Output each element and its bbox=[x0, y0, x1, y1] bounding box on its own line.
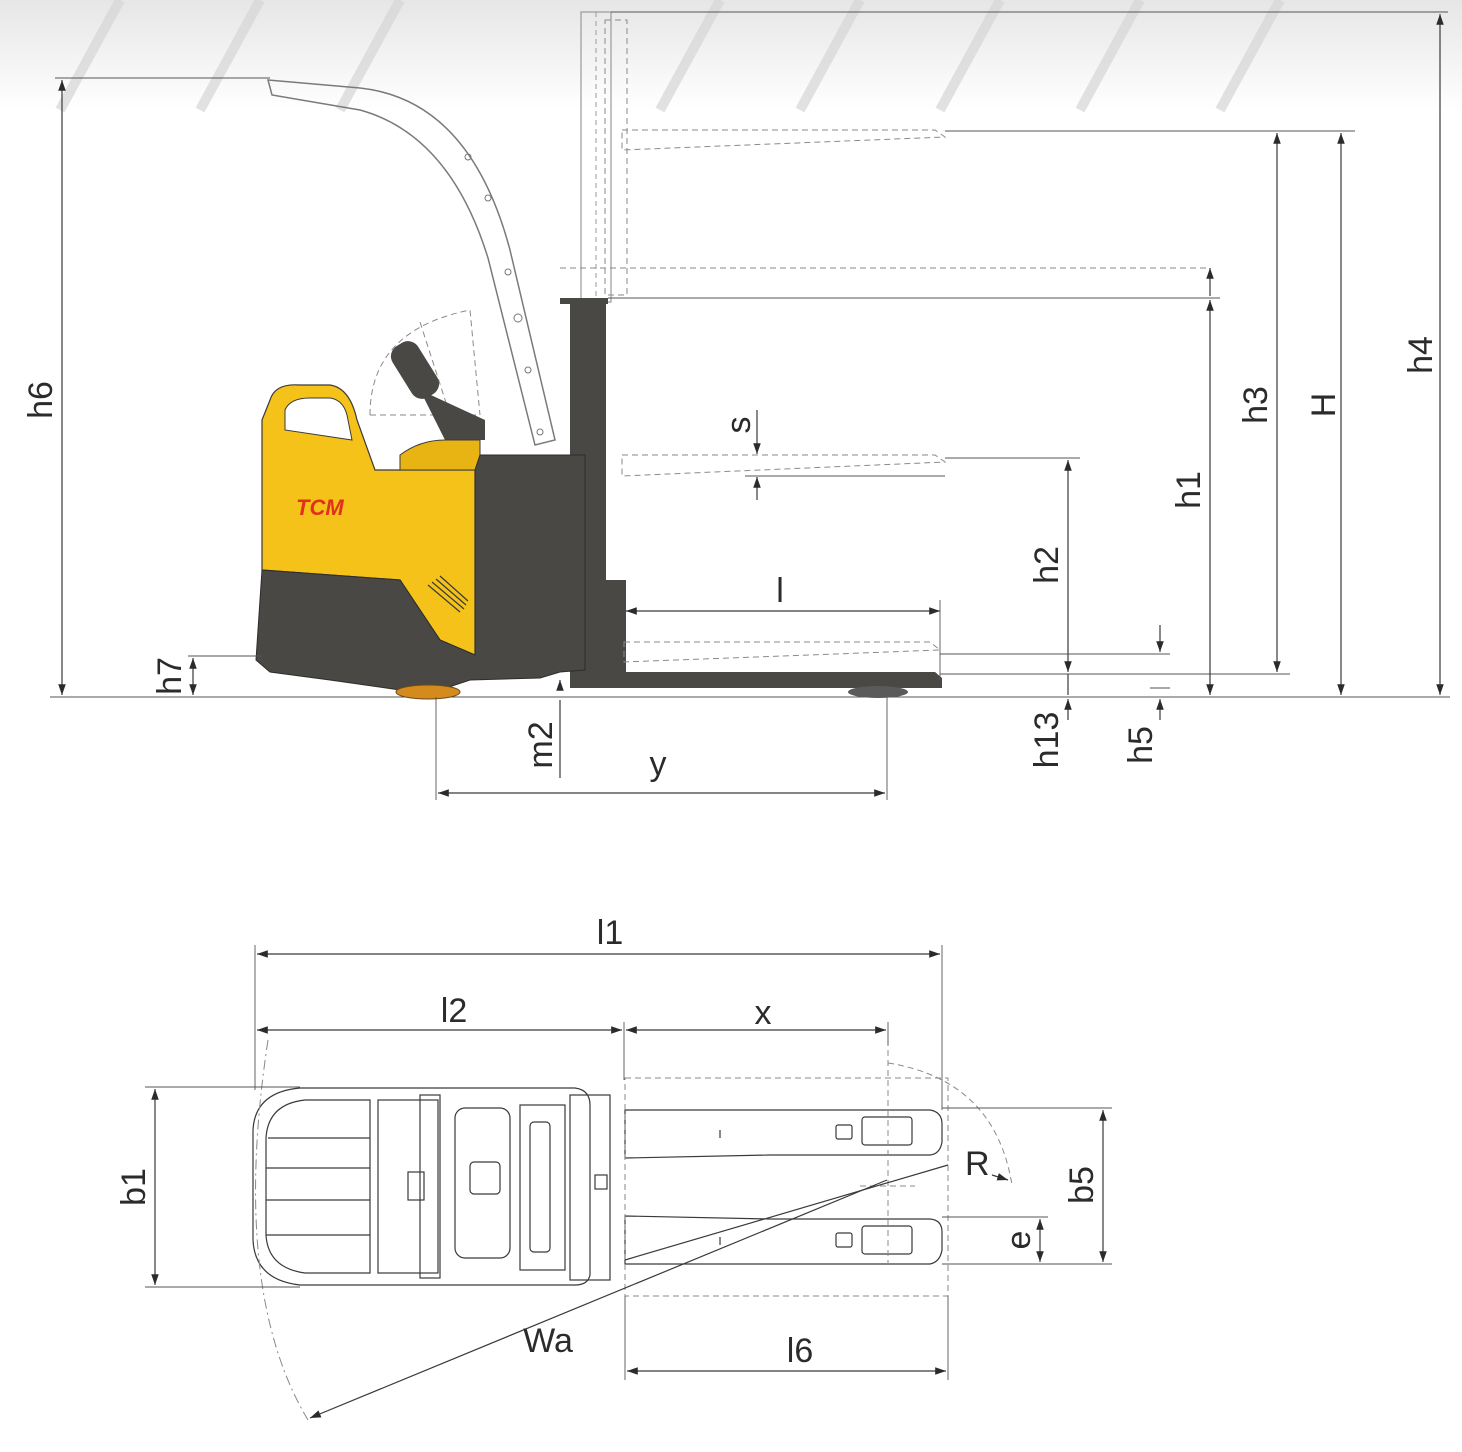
load-outline bbox=[624, 1077, 949, 1297]
drive-wheel bbox=[395, 684, 461, 700]
dim-l6: l6 bbox=[624, 1296, 949, 1380]
dim-l1: l1 bbox=[254, 914, 943, 1110]
label-s: s bbox=[720, 417, 758, 434]
truck-body: TCM bbox=[255, 384, 586, 700]
label-h3: h3 bbox=[1237, 386, 1275, 424]
dim-b1: b1 bbox=[115, 1086, 300, 1288]
dim-m2: m2 bbox=[522, 680, 564, 778]
label-b5: b5 bbox=[1063, 1166, 1101, 1204]
dim-R: R bbox=[624, 1145, 1009, 1261]
side-view: TCM bbox=[22, 11, 1450, 800]
turning-circle-arc bbox=[255, 1039, 309, 1421]
turning-radius-arc bbox=[887, 1062, 1013, 1186]
dim-h4: h4 bbox=[611, 11, 1448, 695]
dark-chassis bbox=[255, 454, 586, 691]
label-x: x bbox=[755, 994, 772, 1032]
dim-s: s bbox=[720, 410, 945, 500]
forks-top bbox=[624, 1109, 943, 1265]
label-m2: m2 bbox=[522, 721, 560, 768]
dim-h13: h13 bbox=[940, 673, 1290, 769]
label-R: R bbox=[965, 1145, 990, 1183]
dim-h1: h1 bbox=[608, 268, 1220, 695]
label-h6: h6 bbox=[22, 381, 60, 419]
tiller bbox=[369, 309, 485, 440]
dim-l2: l2 bbox=[257, 992, 625, 1080]
dim-y: y bbox=[435, 697, 888, 800]
label-h5: h5 bbox=[1122, 726, 1160, 764]
background-ceiling-graphic bbox=[0, 0, 1462, 113]
dim-h3: h3 bbox=[945, 130, 1355, 672]
dim-Wa: Wa bbox=[309, 1179, 888, 1419]
dim-h7: h7 bbox=[151, 655, 262, 695]
label-H: H bbox=[1305, 393, 1343, 418]
label-b1: b1 bbox=[115, 1168, 153, 1206]
label-l1: l1 bbox=[597, 914, 623, 952]
top-view: l1 l2 x b1 R bbox=[115, 914, 1112, 1421]
label-e: e bbox=[1000, 1231, 1038, 1250]
label-h13: h13 bbox=[1028, 712, 1066, 769]
label-y: y bbox=[650, 745, 667, 783]
fork bbox=[606, 641, 942, 698]
label-h4: h4 bbox=[1402, 336, 1440, 374]
label-h7: h7 bbox=[151, 657, 189, 695]
dim-x: x bbox=[626, 994, 889, 1045]
dim-H: H bbox=[1305, 133, 1345, 695]
dim-h2: h2 bbox=[945, 457, 1080, 672]
label-l2: l2 bbox=[441, 992, 467, 1030]
chassis-top bbox=[252, 1087, 611, 1286]
label-h2: h2 bbox=[1028, 546, 1066, 584]
dim-h5: h5 bbox=[940, 625, 1170, 764]
body-logo: TCM bbox=[296, 495, 344, 520]
label-l6: l6 bbox=[787, 1332, 813, 1370]
overhead-guard bbox=[266, 79, 556, 446]
dim-b5: b5 bbox=[942, 1107, 1112, 1265]
dim-l: l bbox=[626, 572, 941, 680]
label-h1: h1 bbox=[1170, 471, 1208, 509]
label-Wa: Wa bbox=[523, 1322, 573, 1360]
dim-h6: h6 bbox=[22, 77, 270, 695]
dim-e: e bbox=[942, 1216, 1048, 1262]
label-l: l bbox=[776, 572, 784, 610]
